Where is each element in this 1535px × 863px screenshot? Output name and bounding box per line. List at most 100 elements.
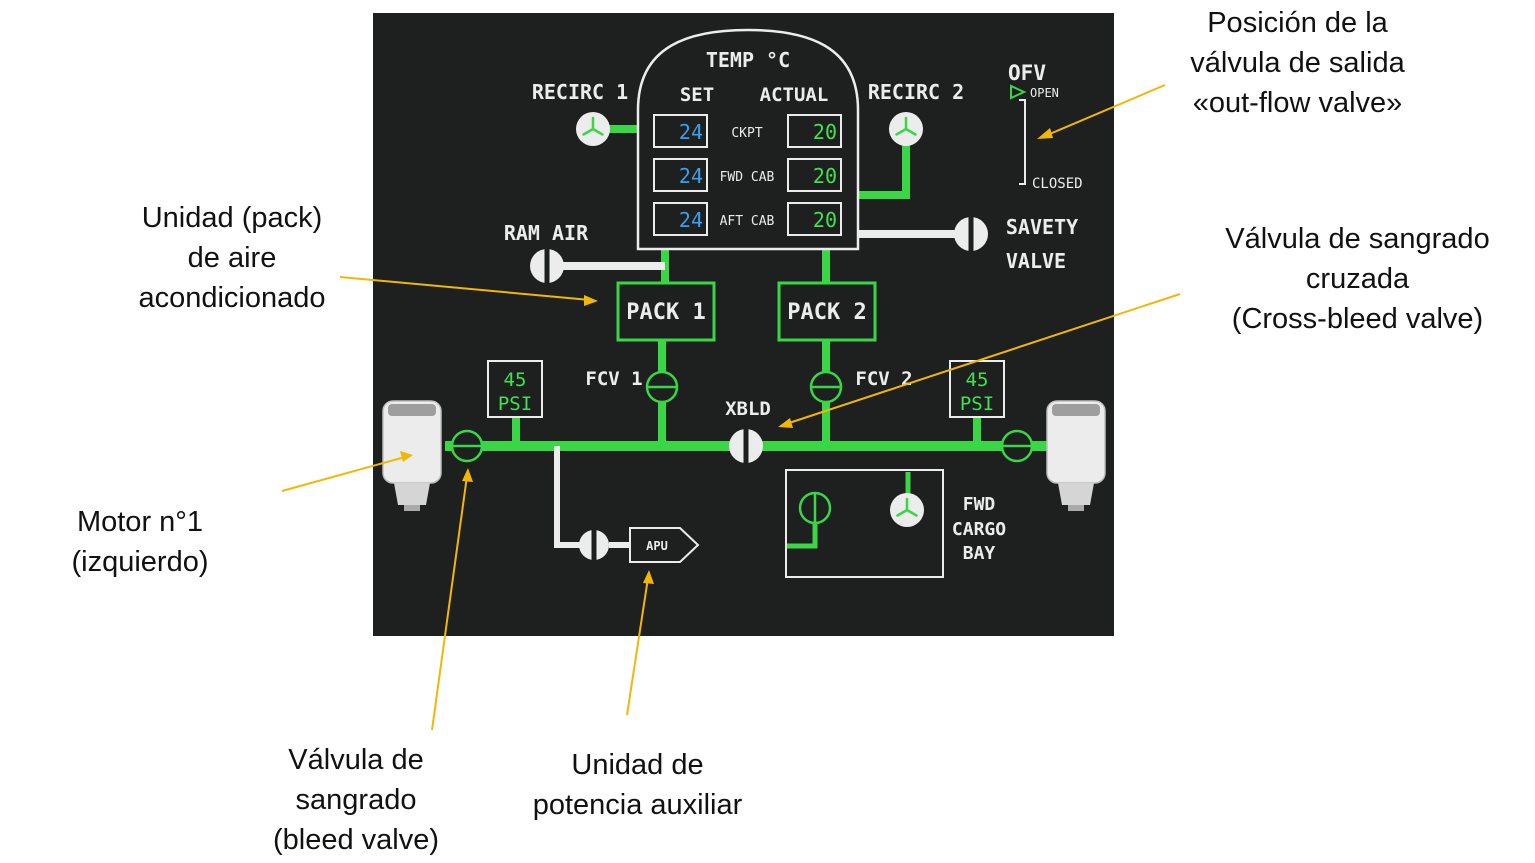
annotation-line: cruzada bbox=[1305, 263, 1410, 295]
annotation-line: válvula de salida bbox=[1190, 47, 1405, 79]
recirc2-label: RECIRC 2 bbox=[868, 80, 964, 104]
arrowhead-pack bbox=[584, 295, 598, 306]
pack1-box bbox=[616, 281, 716, 342]
leader-pack bbox=[339, 276, 591, 301]
arrowhead-crossbleed bbox=[778, 418, 793, 428]
leader-outflow bbox=[1044, 84, 1166, 137]
cargo-label-line1: FWD bbox=[963, 494, 996, 515]
psi-left-value: 45 bbox=[504, 369, 527, 391]
actual-box bbox=[787, 114, 842, 148]
savety-label: SAVETY bbox=[1006, 215, 1078, 239]
cargo-label-line2: CARGO bbox=[952, 519, 1006, 540]
ofv-position-icon bbox=[1010, 84, 1027, 100]
xbld-label: XBLD bbox=[725, 398, 771, 420]
bleed-valve-right-icon bbox=[1000, 429, 1034, 463]
apu-duct bbox=[554, 446, 580, 548]
psi-left-unit: PSI bbox=[498, 393, 532, 415]
actual-value: 20 bbox=[813, 120, 837, 144]
leader-lines bbox=[281, 84, 1181, 731]
annotation-line: «out-flow valve» bbox=[1192, 87, 1403, 119]
annotation-line: de aire bbox=[187, 242, 277, 274]
recirc1-fan-icon bbox=[576, 112, 610, 146]
temp-row-fwd-cab: 24 FWD CAB 20 bbox=[653, 158, 842, 192]
annotation-line: (Cross-bleed valve) bbox=[1231, 303, 1484, 335]
arrowhead-outflow bbox=[1037, 128, 1053, 139]
annotation-apu: Unidad de potencia auxiliar bbox=[510, 745, 765, 825]
ofv-closed-label: CLOSED bbox=[1032, 176, 1083, 192]
annotation-line: (izquierdo) bbox=[71, 546, 209, 578]
engine-right-icon bbox=[1046, 400, 1106, 511]
ofv-open-label: OPEN bbox=[1030, 86, 1059, 100]
annotation-line: Válvula de sangrado bbox=[1225, 223, 1490, 255]
savety-valve-icon bbox=[954, 217, 988, 251]
leader-apu bbox=[626, 577, 649, 716]
ofv-label: OFV bbox=[1008, 61, 1046, 85]
zone-label: FWD CAB bbox=[720, 170, 775, 185]
pack1-label: PACK 1 bbox=[626, 300, 705, 325]
psi-right-box bbox=[949, 360, 1005, 418]
actual-value: 20 bbox=[813, 208, 837, 232]
bleed-valve-left-icon bbox=[450, 429, 484, 463]
arrowhead-motor bbox=[400, 451, 413, 462]
fcv1-valve-icon bbox=[645, 370, 679, 404]
annotation-pack: Unidad (pack) de aire acondicionado bbox=[112, 198, 352, 318]
cargo-valve-icon bbox=[798, 491, 832, 525]
recirc1-label: RECIRC 1 bbox=[532, 80, 628, 104]
temp-title: TEMP °C bbox=[706, 48, 790, 72]
fcv2-label: FCV 2 bbox=[855, 368, 912, 390]
actual-box bbox=[787, 202, 842, 236]
psi-left-box bbox=[487, 360, 543, 418]
white-ducts bbox=[554, 230, 958, 548]
annotation-line: potencia auxiliar bbox=[532, 789, 743, 821]
cargo-bay-box bbox=[785, 469, 944, 578]
xbld-valve-icon bbox=[729, 429, 763, 463]
actual-box bbox=[787, 158, 842, 192]
set-header: SET bbox=[680, 84, 714, 106]
annotation-line: Unidad de bbox=[571, 749, 704, 781]
engine-left-icon bbox=[382, 400, 442, 511]
cargo-label-line3: BAY bbox=[963, 543, 996, 564]
psi-right-value: 45 bbox=[966, 369, 989, 391]
annotation-line: (bleed valve) bbox=[272, 824, 440, 856]
temp-row-aft-cab: 24 AFT CAB 20 bbox=[653, 202, 842, 236]
arrowhead-apu bbox=[643, 570, 654, 584]
annotation-outflow-valve: Posición de la válvula de salida «out-fl… bbox=[1160, 3, 1435, 123]
set-value: 24 bbox=[679, 120, 703, 144]
leader-crossbleed bbox=[785, 293, 1181, 425]
annotation-engine: Motor n°1 (izquierdo) bbox=[40, 502, 240, 582]
apu-icon bbox=[629, 527, 700, 563]
valve-label: VALVE bbox=[1006, 249, 1066, 273]
cargo-fan-icon bbox=[890, 493, 924, 527]
recirc2-fan-icon bbox=[889, 112, 923, 146]
annotation-line: sangrado bbox=[295, 784, 417, 816]
recirc2-duct bbox=[858, 140, 910, 199]
leader-motor bbox=[281, 456, 406, 492]
set-box bbox=[653, 202, 708, 236]
temp-panel-outline bbox=[636, 28, 860, 251]
annotation-line: Posición de la bbox=[1207, 7, 1388, 39]
annotation-line: Unidad (pack) bbox=[141, 202, 323, 234]
annotation-bleed-valve: Válvula de sangrado (bleed valve) bbox=[246, 740, 466, 860]
set-box bbox=[653, 158, 708, 192]
fcv1-label: FCV 1 bbox=[585, 368, 642, 390]
set-value: 24 bbox=[679, 208, 703, 232]
set-value: 24 bbox=[679, 164, 703, 188]
cargo-duct bbox=[786, 520, 818, 549]
arrowhead-bleed bbox=[462, 468, 473, 482]
set-box bbox=[653, 114, 708, 148]
apu-label: APU bbox=[646, 539, 668, 553]
annotation-line: acondicionado bbox=[138, 282, 326, 314]
temp-row-ckpt: 24 CKPT 20 bbox=[653, 114, 842, 148]
fcv2-valve-icon bbox=[809, 370, 843, 404]
annotation-line: Válvula de bbox=[288, 744, 424, 776]
zone-label: AFT CAB bbox=[720, 214, 775, 229]
actual-value: 20 bbox=[813, 164, 837, 188]
annotation-crossbleed-valve: Válvula de sangrado cruzada (Cross-bleed… bbox=[1195, 219, 1520, 339]
leader-bleed bbox=[431, 475, 468, 731]
pack2-label: PACK 2 bbox=[787, 300, 866, 325]
pack2-box bbox=[777, 281, 877, 342]
ram-air-label: RAM AIR bbox=[504, 221, 589, 245]
annotation-line: Motor n°1 bbox=[76, 506, 204, 538]
zone-label: CKPT bbox=[731, 126, 762, 141]
